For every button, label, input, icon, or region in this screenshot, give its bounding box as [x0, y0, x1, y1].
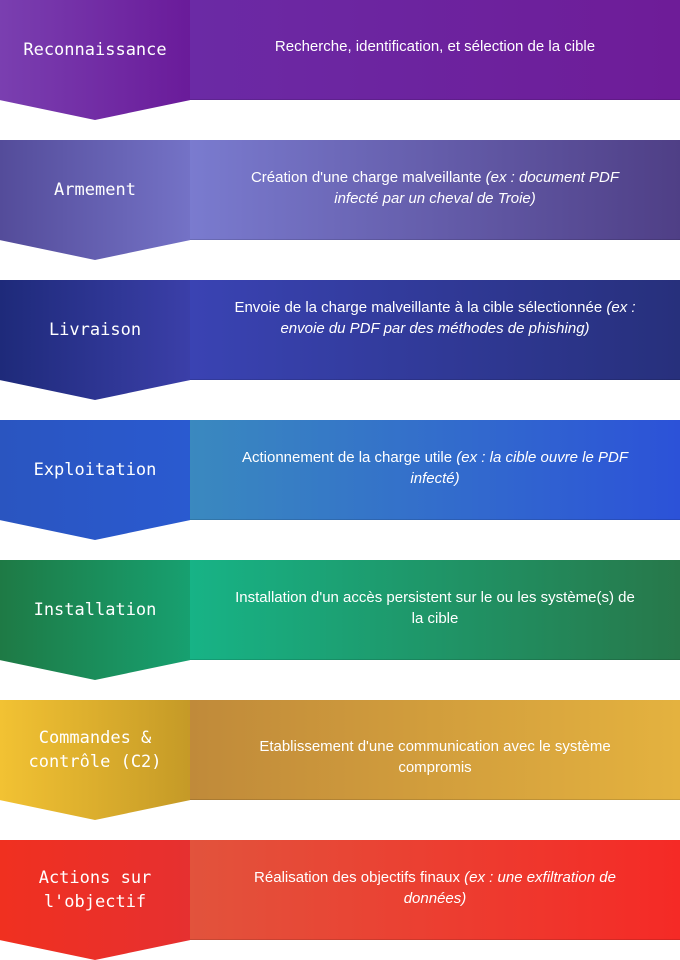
- stage-example-text: (ex : envoie du PDF par des méthodes de …: [280, 299, 636, 337]
- stage-description: Etablissement d'une communication avec l…: [230, 737, 640, 778]
- stage-description-text: Envoie de la charge malveillante à la ci…: [234, 299, 607, 316]
- stage-chevron: Armement: [0, 140, 190, 260]
- stage-description-text: Actionnement de la charge utile: [241, 449, 457, 466]
- stage-name: Commandes & contrôle (C2): [28, 728, 162, 772]
- stage-name: Armement: [54, 180, 136, 200]
- stage-description: Réalisation des objectifs finaux (ex : u…: [230, 868, 640, 909]
- stage-description-text: Création d'une charge malveillante: [250, 169, 486, 186]
- stage-description-text: Etablissement d'une communication avec l…: [259, 738, 611, 776]
- stage-name: Installation: [33, 600, 157, 620]
- stage-description: Envoie de la charge malveillante à la ci…: [230, 298, 640, 339]
- stage-description-text: Recherche, identification, et sélection …: [274, 38, 596, 55]
- stage-row: Recherche, identification, et sélection …: [0, 0, 680, 120]
- stage-name: Reconnaissance: [23, 40, 167, 60]
- stage-row: Etablissement d'une communication avec l…: [0, 700, 680, 820]
- stage-description: Installation d'un accès persistent sur l…: [230, 588, 640, 629]
- stage-description-text: Installation d'un accès persistent sur l…: [235, 589, 635, 627]
- stage-description-panel: Réalisation des objectifs finaux (ex : u…: [190, 840, 680, 940]
- stage-name: Livraison: [48, 320, 142, 340]
- stage-chevron: Commandes & contrôle (C2): [0, 700, 190, 820]
- stage-description: Actionnement de la charge utile (ex : la…: [230, 448, 640, 489]
- stage-description-panel: Etablissement d'une communication avec l…: [190, 700, 680, 800]
- stage-name: Exploitation: [33, 460, 157, 480]
- stage-name: Actions sur l'objectif: [38, 868, 152, 912]
- stage-chevron: Livraison: [0, 280, 190, 400]
- stage-chevron: Reconnaissance: [0, 0, 190, 120]
- stage-chevron: Actions sur l'objectif: [0, 840, 190, 960]
- stage-example-text: (ex : une exfiltration de données): [403, 869, 616, 907]
- stage-row: Actionnement de la charge utile (ex : la…: [0, 420, 680, 540]
- stage-row: Création d'une charge malveillante (ex :…: [0, 140, 680, 260]
- stage-description-panel: Installation d'un accès persistent sur l…: [190, 560, 680, 660]
- stage-row: Réalisation des objectifs finaux (ex : u…: [0, 840, 680, 960]
- stage-description: Recherche, identification, et sélection …: [275, 37, 595, 58]
- stage-description-text: Réalisation des objectifs finaux: [254, 869, 465, 886]
- stage-chevron: Exploitation: [0, 420, 190, 540]
- stage-description-panel: Recherche, identification, et sélection …: [190, 0, 680, 100]
- stage-row: Installation d'un accès persistent sur l…: [0, 560, 680, 680]
- stage-description-panel: Actionnement de la charge utile (ex : la…: [190, 420, 680, 520]
- stage-chevron: Installation: [0, 560, 190, 680]
- stage-description-panel: Envoie de la charge malveillante à la ci…: [190, 280, 680, 380]
- stage-row: Envoie de la charge malveillante à la ci…: [0, 280, 680, 400]
- stage-example-text: (ex : la cible ouvre le PDF infecté): [410, 449, 629, 487]
- stage-description: Création d'une charge malveillante (ex :…: [230, 168, 640, 209]
- stage-description-panel: Création d'une charge malveillante (ex :…: [190, 140, 680, 240]
- stage-example-text: (ex : document PDF infecté par un cheval…: [334, 169, 620, 207]
